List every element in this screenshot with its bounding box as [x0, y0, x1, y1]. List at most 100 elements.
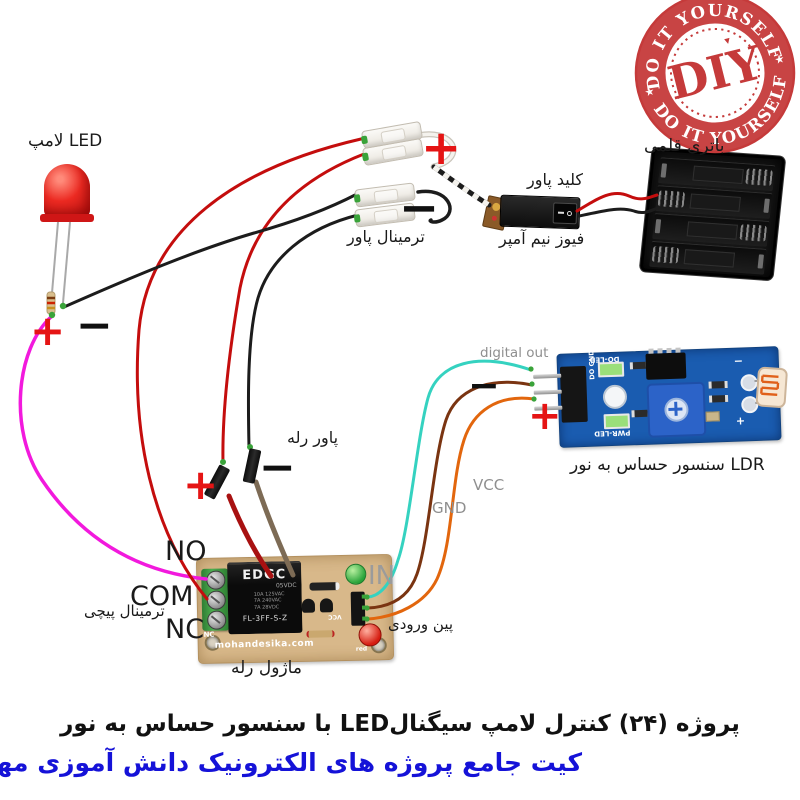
sensor-plus-silk: +	[735, 414, 746, 428]
silkscreen-red: red	[355, 645, 368, 653]
stamp-star-left: ★	[643, 84, 656, 99]
title-line2: کیت جامع پروژه های الکترونیک دانش آموزی …	[0, 748, 582, 778]
battery-slot-plate	[689, 193, 741, 212]
led-leg-cathode	[62, 221, 71, 304]
marker-relay-power-plus: +	[183, 460, 219, 509]
screw-no[interactable]	[206, 570, 226, 590]
transistor	[319, 598, 334, 613]
header-pin	[361, 605, 367, 610]
diy-stamp: DO IT YOURSELF DO IT YOURSELF DIY ★ ★ ▾	[627, 0, 800, 163]
label-ldr-sensor: سنسور حساس به نور LDR	[570, 455, 765, 475]
label-input-pin: پین ورودی	[388, 615, 454, 633]
mounting-hole	[602, 384, 628, 410]
battery-spring	[657, 190, 686, 208]
marker-terminal-plus: +	[421, 120, 462, 176]
comparator-ic	[645, 352, 687, 380]
battery-slot-plate	[683, 249, 736, 268]
label-fuse: فیوز نیم آمپر	[499, 229, 585, 248]
label-digital-out: digital out	[480, 345, 549, 361]
marker-sensor-minus: −	[468, 363, 500, 407]
screw-nc[interactable]	[207, 610, 227, 630]
sensor-minus-silk: −	[733, 354, 744, 368]
label-nc: NC	[165, 614, 205, 645]
wire-black-terminal-to-relay-power	[246, 213, 360, 449]
power-switch[interactable]	[499, 194, 581, 230]
stamp-arrow: ▾	[723, 33, 732, 47]
trimmer-dial[interactable]	[664, 397, 689, 423]
label-gnd: GND	[432, 499, 467, 517]
stamp-star-right: ★	[773, 52, 786, 67]
header-pin	[362, 616, 367, 621]
relay-model-text: FL-3FF-S-Z	[242, 612, 288, 623]
battery-spring	[739, 224, 768, 242]
label-vcc: VCC	[473, 476, 505, 494]
wire-red-switch-to-battery	[575, 191, 659, 213]
stamp-band	[636, 0, 794, 152]
battery-contact	[757, 254, 764, 269]
screw-com[interactable]	[206, 590, 226, 610]
diode	[309, 582, 340, 591]
ldr-photoresistor	[755, 366, 789, 409]
relay-component: EDGC 05VDC 10A 125VAC 7A 240VAC 7A 28VDC…	[227, 560, 303, 635]
ldr-pad	[740, 373, 758, 392]
silkscreen-nc: NC	[203, 630, 215, 639]
battery-slot-plate	[692, 165, 744, 185]
battery-spring	[745, 168, 773, 187]
marker-terminal-minus: −	[399, 180, 440, 236]
battery-slot	[649, 240, 767, 275]
wire-tip	[528, 366, 534, 372]
ldr-zigzag	[760, 374, 780, 397]
wire-tip	[529, 381, 535, 387]
input-pin-header[interactable]	[350, 591, 367, 626]
label-no: NO	[165, 536, 207, 567]
rocker-switch[interactable]	[552, 202, 578, 225]
title-line2-blue: کیت جامع پروژه های الکترونیک دانش آموزی …	[0, 748, 582, 777]
marker-relay-power-minus: −	[259, 442, 296, 493]
silkscreen-pin-labels: DO GND VCC	[586, 333, 597, 380]
led-lamp-flange	[40, 214, 94, 222]
stamp-outer-ring	[634, 0, 796, 154]
relay-brand-text: EDGC	[242, 567, 287, 584]
battery-slot-plate	[686, 221, 738, 240]
led-leg-anode	[51, 221, 59, 294]
transistor	[301, 598, 316, 613]
label-battery: باتری قلمی	[644, 136, 725, 156]
header-pin	[361, 594, 366, 599]
silkscreen-pwr-led: PWR-LED	[594, 428, 631, 438]
label-led-lamp: لامپ LED	[28, 131, 103, 151]
marker-led-plus: +	[30, 306, 66, 355]
stamp-dotted-ring	[670, 28, 760, 118]
sensor-pin-do	[533, 373, 562, 379]
led-lamp-dome	[44, 164, 90, 218]
sensor-pin-header[interactable]	[533, 365, 588, 423]
smd-resistor	[708, 380, 728, 389]
smd-capacitor	[705, 411, 720, 422]
stamp-center	[669, 27, 761, 119]
label-relay-module: ماژول رله	[231, 658, 302, 678]
battery-contact	[763, 198, 770, 213]
wire-black-terminal-to-led	[62, 192, 359, 309]
relay-rating-text: 7A 28VDC	[253, 603, 280, 611]
title-line1: پروژه (۲۴) کنترل لامپ سیگنالLED با سنسور…	[60, 711, 740, 737]
label-screw-terminal: ترمینال پیچی	[84, 602, 165, 620]
marker-led-minus: −	[76, 300, 113, 351]
wire-red-terminal-to-com	[135, 137, 363, 601]
sensitivity-trimmer[interactable]	[646, 381, 707, 438]
do-led-smd	[597, 361, 625, 378]
silkscreen-website: mohandesika.com	[214, 638, 315, 651]
smd-resistor	[708, 394, 729, 403]
battery-spring	[651, 245, 680, 264]
pwr-led-smd	[603, 413, 631, 430]
wire-red-terminal-to-relay-power	[221, 152, 366, 465]
label-in: IN	[368, 561, 396, 591]
battery-contact	[654, 219, 662, 234]
relay-screw-terminal-block[interactable]	[201, 568, 230, 631]
relay-voltage-text: 05VDC	[275, 581, 297, 590]
ldr-sensor-board: DO-LED DO GND VCC PWR-LED − +	[533, 333, 789, 448]
green-indicator-led	[345, 563, 367, 585]
silkscreen-vcc: VCC	[328, 613, 342, 621]
relay-module-board: EDGC 05VDC 10A 125VAC 7A 240VAC 7A 28VDC…	[195, 553, 395, 665]
marker-sensor-plus: +	[528, 393, 562, 439]
resistor	[306, 630, 335, 638]
